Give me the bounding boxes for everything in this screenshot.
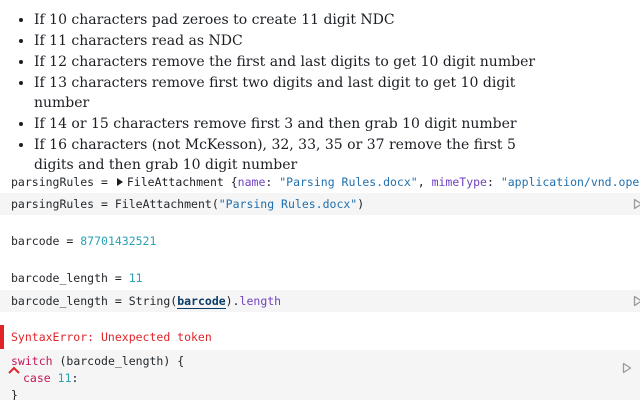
cell-input-switch[interactable]: switch (barcode_length) { case 11: }	[0, 350, 640, 400]
input-var: parsingRules	[11, 197, 95, 211]
punct: ) {	[163, 354, 185, 368]
caret-up-icon	[8, 366, 20, 374]
code-var: barcode_length	[66, 354, 164, 368]
play-icon[interactable]	[622, 362, 632, 374]
output-key-mimetype: mimeType	[431, 175, 487, 189]
list-item: If 12 characters remove the first and la…	[34, 52, 554, 72]
error-indicator	[0, 325, 4, 349]
output-open: {	[223, 175, 238, 189]
output-key-name: name	[237, 175, 266, 189]
code-line: switch (barcode_length) {	[11, 353, 640, 370]
output-type[interactable]: FileAttachment	[126, 175, 224, 189]
input-eq: =	[94, 197, 115, 211]
list-item: If 16 characters (not McKesson), 32, 33,…	[34, 135, 554, 175]
output-eq: =	[94, 175, 115, 189]
output-value-name: "Parsing Rules.docx"	[279, 175, 418, 189]
output-eq: =	[59, 234, 81, 248]
output-colon: :	[265, 175, 280, 189]
input-close: )	[225, 294, 233, 308]
input-close: )	[357, 197, 365, 211]
play-icon[interactable]	[633, 295, 640, 307]
list-item: If 10 characters pad zeroes to create 11…	[34, 10, 554, 30]
cell-output-error: SyntaxError: Unexpected token	[0, 328, 640, 346]
input-arg: "Parsing Rules.docx"	[218, 197, 358, 211]
triangle-right-icon[interactable]	[116, 178, 123, 186]
output-value-mimetype: "application/vnd.openxmlfo	[500, 175, 640, 189]
notes-list: If 10 characters pad zeroes to create 11…	[14, 10, 554, 176]
space	[51, 371, 58, 385]
output-colon: :	[486, 175, 501, 189]
cell-output-parsingrules: parsingRules = FileAttachment {name: "Pa…	[0, 173, 640, 191]
code-number: 11	[57, 371, 72, 385]
output-value: 87701432521	[80, 234, 157, 248]
output-var: barcode	[11, 234, 60, 248]
cell-output-barcode-length: barcode_length = 11	[0, 269, 640, 287]
punct: :	[71, 371, 79, 385]
list-item: If 14 or 15 characters remove first 3 an…	[34, 114, 554, 134]
error-message: SyntaxError: Unexpected token	[11, 330, 212, 344]
list-item: If 13 characters remove first two digits…	[34, 73, 554, 113]
keyword: case	[23, 371, 51, 385]
output-value: 11	[128, 271, 143, 285]
input-open: (	[211, 197, 219, 211]
input-open: (	[170, 294, 178, 308]
input-var: barcode_length	[11, 294, 108, 308]
code-line: case 11:	[11, 370, 640, 387]
list-item: If 11 characters read as NDC	[34, 31, 554, 51]
output-var: barcode_length	[11, 271, 108, 285]
output-var: parsingRules	[11, 175, 95, 189]
output-eq: =	[107, 271, 129, 285]
cell-output-barcode: barcode = 87701432521	[0, 232, 640, 250]
input-eq: =	[107, 294, 129, 308]
cell-input-parsingrules[interactable]: parsingRules = FileAttachment("Parsing R…	[0, 193, 640, 215]
input-fn: FileAttachment	[114, 197, 212, 211]
play-icon[interactable]	[633, 198, 640, 210]
input-fn: String	[128, 294, 171, 308]
input-prop: length	[239, 294, 282, 308]
input-dot: .	[232, 294, 240, 308]
code-line: }	[11, 388, 18, 400]
cell-input-barcode-length[interactable]: barcode_length = String(barcode).length	[0, 290, 640, 312]
output-sep: ,	[417, 175, 432, 189]
punct: (	[52, 354, 67, 368]
keyword: switch	[11, 354, 53, 368]
barcode-reference-link[interactable]: barcode	[177, 294, 226, 309]
